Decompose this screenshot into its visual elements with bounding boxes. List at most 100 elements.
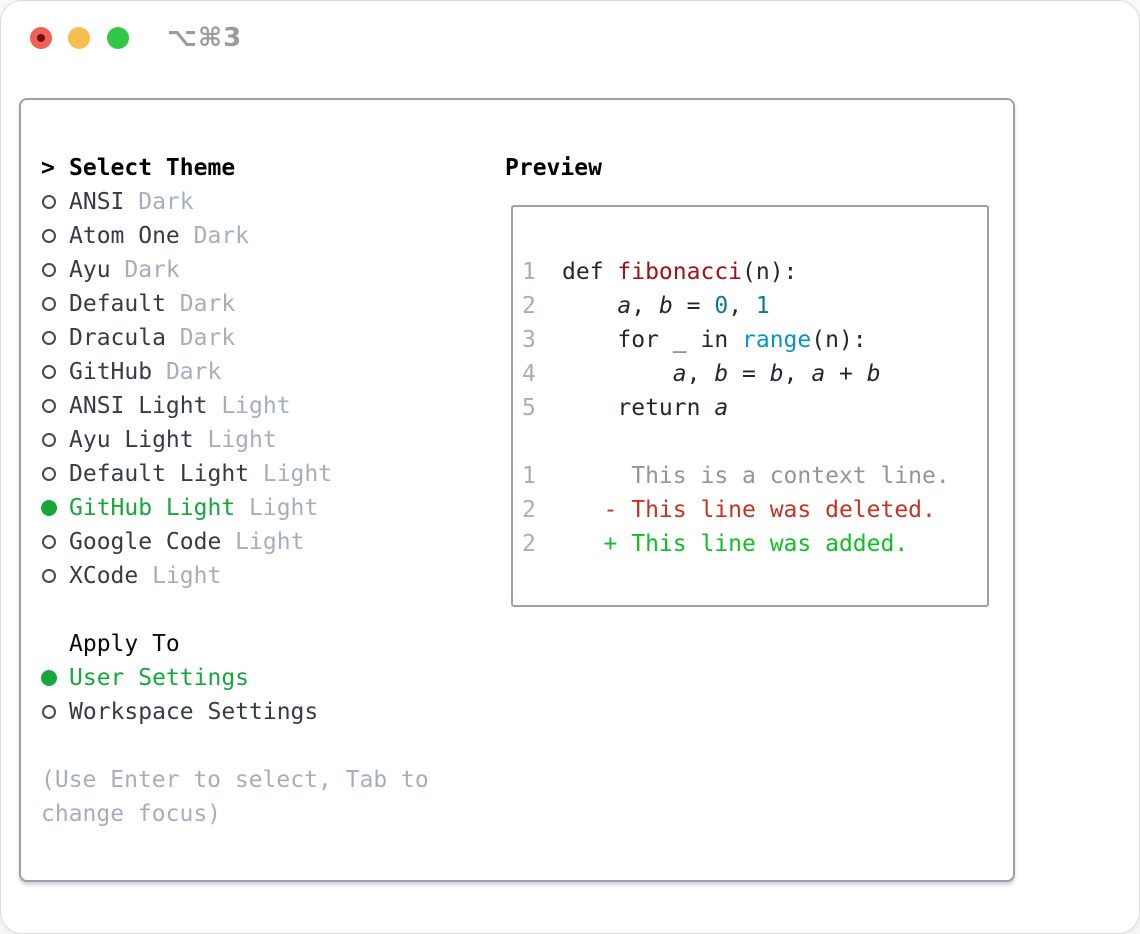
line-number: 2 bbox=[522, 293, 536, 319]
token-text: (n): bbox=[742, 259, 798, 285]
diff-line: 1 This is a context line. bbox=[522, 459, 979, 493]
minimize-button-icon[interactable] bbox=[68, 27, 90, 49]
theme-name: ANSI bbox=[69, 189, 125, 215]
token-context: This is a context line. bbox=[562, 463, 950, 489]
token-text: for _ in bbox=[562, 327, 743, 353]
token-text bbox=[562, 293, 617, 319]
radio-icon bbox=[42, 705, 56, 719]
token-var: a bbox=[672, 361, 687, 387]
token-added: + This line was added. bbox=[562, 531, 909, 557]
radio-icon bbox=[42, 331, 56, 345]
theme-name: Atom One bbox=[69, 223, 180, 249]
token-builtin: range bbox=[742, 327, 812, 353]
theme-variant-label: Dark bbox=[124, 189, 194, 215]
code-line: 5 return a bbox=[522, 391, 979, 425]
token-var: a bbox=[617, 293, 632, 319]
theme-name: XCode bbox=[69, 563, 139, 589]
radio-icon bbox=[42, 229, 56, 243]
token-var: a bbox=[714, 395, 729, 421]
select-theme-title: Select Theme bbox=[69, 155, 236, 181]
line-number: 2 bbox=[522, 531, 536, 557]
radio-selected-icon bbox=[41, 500, 57, 516]
token-text: , bbox=[686, 361, 715, 387]
apply-to-title: Apply To bbox=[69, 631, 180, 657]
token-text: = bbox=[672, 293, 715, 319]
theme-option-github[interactable]: GitHub Dark bbox=[41, 355, 491, 389]
preview-title: Preview bbox=[505, 155, 602, 181]
theme-variant-label: Light bbox=[193, 427, 277, 453]
radio-icon bbox=[42, 297, 56, 311]
zoom-button-icon[interactable] bbox=[107, 27, 129, 49]
apply-option-label: User Settings bbox=[69, 665, 250, 691]
theme-variant-label: Light bbox=[138, 563, 222, 589]
token-num: 0 bbox=[714, 293, 729, 319]
apply-option-workspace-settings[interactable]: Workspace Settings bbox=[41, 695, 491, 729]
radio-selected-icon bbox=[41, 670, 57, 686]
theme-option-ayu-light[interactable]: Ayu Light Light bbox=[41, 423, 491, 457]
radio-icon bbox=[42, 535, 56, 549]
token-text: + bbox=[825, 361, 867, 387]
token-text: (n): bbox=[811, 327, 867, 353]
token-func: fibonacci bbox=[617, 259, 743, 285]
radio-icon bbox=[42, 399, 56, 413]
window-title: ⌥⌘3 bbox=[167, 23, 243, 53]
code-line: 2 a, b = 0, 1 bbox=[522, 289, 979, 323]
theme-option-atom-one[interactable]: Atom One Dark bbox=[41, 219, 491, 253]
apply-option-label: Workspace Settings bbox=[69, 699, 319, 725]
theme-option-default[interactable]: Default Dark bbox=[41, 287, 491, 321]
theme-variant-label: Light bbox=[207, 393, 291, 419]
theme-name: Google Code bbox=[69, 529, 222, 555]
token-text bbox=[562, 361, 673, 387]
theme-option-xcode[interactable]: XCode Light bbox=[41, 559, 491, 593]
theme-option-google-code[interactable]: Google Code Light bbox=[41, 525, 491, 559]
line-number: 5 bbox=[522, 395, 536, 421]
theme-name: Default bbox=[69, 291, 166, 317]
theme-variant-label: Dark bbox=[165, 291, 236, 317]
spacer bbox=[41, 593, 491, 627]
token-text: return bbox=[562, 395, 715, 421]
token-var: b bbox=[769, 361, 784, 387]
spacer bbox=[41, 729, 491, 763]
theme-option-ansi-light[interactable]: ANSI Light Light bbox=[41, 389, 491, 423]
blank-line bbox=[522, 425, 979, 459]
code-line: 3 for _ in range(n): bbox=[522, 323, 979, 357]
token-text: = bbox=[728, 361, 770, 387]
theme-option-ansi[interactable]: ANSI Dark bbox=[41, 185, 491, 219]
token-var: b bbox=[658, 293, 673, 319]
token-var: b bbox=[714, 361, 729, 387]
apply-to-header: Apply To bbox=[41, 627, 491, 661]
theme-name: ANSI Light bbox=[69, 393, 208, 419]
theme-option-github-light[interactable]: GitHub Light Light bbox=[41, 491, 491, 525]
theme-name: GitHub Light bbox=[69, 495, 236, 521]
theme-variant-label: Light bbox=[221, 529, 305, 555]
line-number: 3 bbox=[522, 327, 536, 353]
theme-name: GitHub bbox=[69, 359, 153, 385]
theme-option-default-light[interactable]: Default Light Light bbox=[41, 457, 491, 491]
record-dot-icon bbox=[37, 34, 45, 42]
theme-variant-label: Light bbox=[235, 495, 319, 521]
theme-variant-label: Light bbox=[249, 461, 333, 487]
theme-name: Ayu Light bbox=[69, 427, 194, 453]
theme-variant-label: Dark bbox=[110, 257, 180, 283]
token-text: , bbox=[631, 293, 659, 319]
theme-variant-label: Dark bbox=[152, 359, 222, 385]
apply-option-user-settings[interactable]: User Settings bbox=[41, 661, 491, 695]
help-text-line: change focus) bbox=[41, 801, 222, 827]
line-number: 1 bbox=[522, 463, 536, 489]
diff-line: 2 - This line was deleted. bbox=[522, 493, 979, 527]
close-button-icon[interactable] bbox=[30, 27, 52, 49]
diff-line: 2 + This line was added. bbox=[522, 527, 979, 561]
theme-name: Default Light bbox=[69, 461, 250, 487]
theme-name: Ayu bbox=[69, 257, 111, 283]
line-number: 2 bbox=[522, 497, 536, 523]
radio-icon bbox=[42, 433, 56, 447]
theme-option-ayu[interactable]: Ayu Dark bbox=[41, 253, 491, 287]
theme-option-dracula[interactable]: Dracula Dark bbox=[41, 321, 491, 355]
radio-icon bbox=[42, 365, 56, 379]
